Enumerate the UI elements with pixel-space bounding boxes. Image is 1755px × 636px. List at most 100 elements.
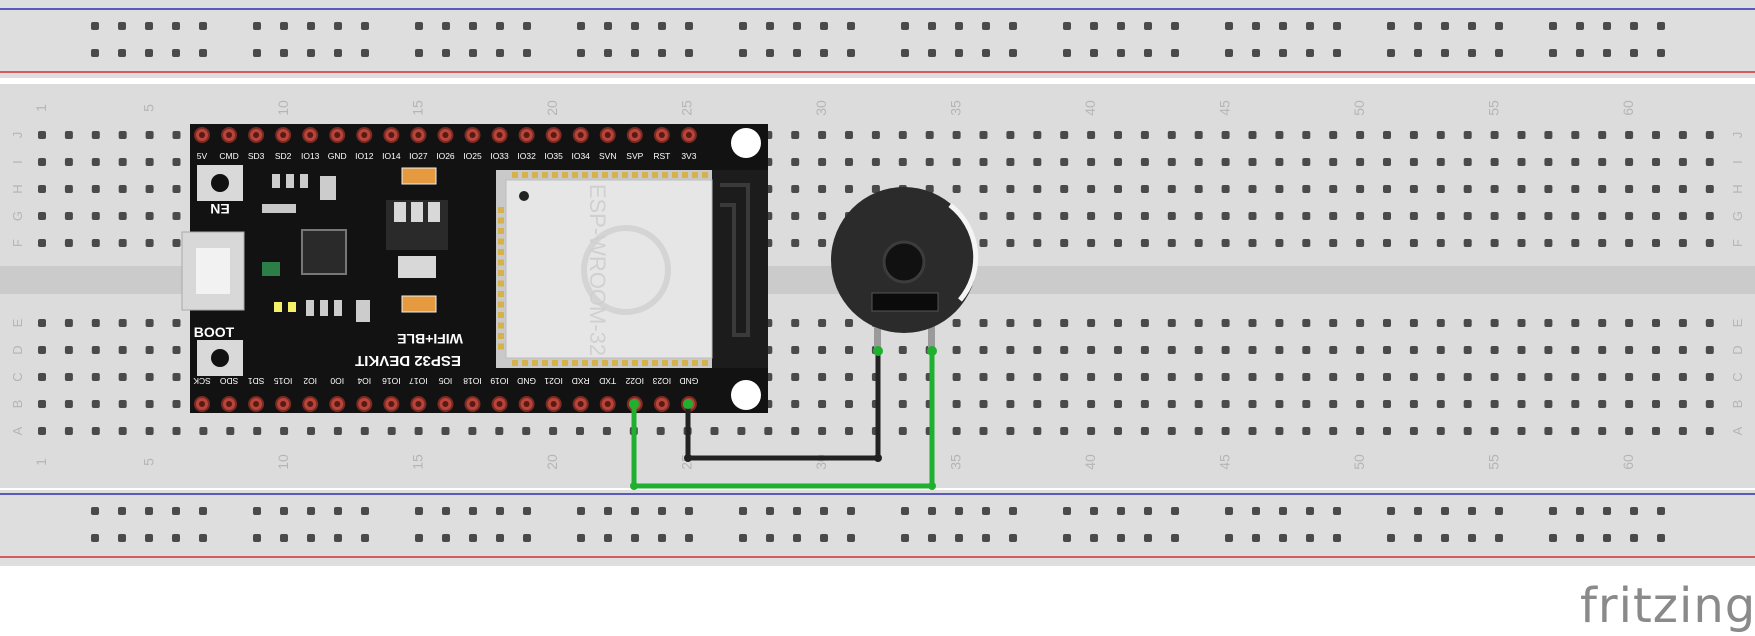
wire-io22-to-buzzer[interactable] <box>631 350 935 489</box>
module-pad <box>498 291 504 297</box>
breadboard-hole <box>1140 400 1149 408</box>
rail-hole <box>901 49 909 57</box>
breadboard-hole <box>979 373 988 381</box>
breadboard-hole <box>1517 185 1526 193</box>
breadboard-hole <box>1490 373 1499 381</box>
rail-hole <box>982 534 990 542</box>
breadboard-hole <box>818 346 827 354</box>
module-label: ESP-WROOM-32 <box>585 184 610 356</box>
breadboard-hole <box>1436 319 1445 327</box>
breadboard-hole <box>1571 239 1580 247</box>
module-pad <box>498 322 504 329</box>
esp32-devkit-board[interactable]: EN BOOT ESP32 DEVKIT WIFI+BLE <box>181 124 768 413</box>
row-letter-label: D <box>10 345 25 354</box>
rail-hole <box>172 22 180 30</box>
breadboard-hole <box>145 131 154 139</box>
breadboard-hole <box>1678 212 1687 220</box>
piezo-buzzer[interactable] <box>831 187 979 356</box>
breadboard-hole <box>172 373 181 381</box>
rail-hole <box>118 22 126 30</box>
esp32-pin-label: 3V3 <box>681 151 696 161</box>
rail-hole <box>1279 534 1287 542</box>
breadboard-hole <box>791 158 800 166</box>
breadboard-hole <box>1436 427 1445 435</box>
row-letter-label: A <box>10 426 25 435</box>
breadboard-hole <box>791 239 800 247</box>
breadboard-hole <box>871 131 880 139</box>
breadboard-hole <box>818 373 827 381</box>
esp32-pin-hole <box>280 132 287 138</box>
rail-hole <box>199 49 207 57</box>
breadboard-hole <box>1652 373 1660 381</box>
breadboard-hole <box>791 427 800 435</box>
breadboard-hole <box>898 131 907 139</box>
breadboard-hole <box>172 212 181 220</box>
column-number-label: 5 <box>141 458 157 466</box>
breadboard-hole <box>979 212 988 220</box>
module-pad <box>498 343 504 350</box>
rail-hole <box>631 49 639 57</box>
breadboard-hole <box>1006 346 1015 354</box>
rail-hole <box>253 534 261 542</box>
breadboard-hole <box>1087 373 1096 381</box>
esp32-pin-label: SVP <box>626 151 643 161</box>
rail-hole <box>1333 22 1341 30</box>
breadboard-hole <box>1544 212 1553 220</box>
breadboard-hole <box>1033 346 1042 354</box>
esp32-pin-label: IO27 <box>409 151 428 161</box>
module-pad <box>498 312 504 318</box>
breadboard-hole <box>91 239 100 247</box>
breadboard-hole <box>1356 319 1365 327</box>
row-letter-label: D <box>1730 345 1745 354</box>
module-pad <box>562 360 568 366</box>
breadboard-hole <box>1383 400 1391 408</box>
column-number-label: 40 <box>1082 100 1098 116</box>
breadboard-hole <box>38 400 46 408</box>
rail-hole <box>1603 507 1611 515</box>
breadboard-hole <box>1194 239 1203 247</box>
breadboard-hole <box>1705 373 1714 381</box>
rail-hole <box>1657 507 1665 515</box>
breadboard-hole <box>979 131 988 139</box>
column-number-label: 15 <box>410 454 426 470</box>
breadboard-hole <box>1060 346 1069 354</box>
breadboard-hole <box>1571 400 1580 408</box>
breadboard-hole <box>1060 158 1069 166</box>
rail-hole <box>442 49 450 57</box>
module-pad <box>702 172 708 178</box>
breadboard-hole <box>64 319 73 327</box>
rail-hole <box>604 507 612 515</box>
breadboard-hole <box>91 400 100 408</box>
column-number-label: 20 <box>544 100 560 116</box>
rail-hole <box>1279 49 1287 57</box>
rail-hole <box>1549 22 1557 30</box>
breadboard-hole <box>1248 427 1257 435</box>
breadboard-hole <box>145 212 154 220</box>
breadboard-hole <box>1571 212 1580 220</box>
breadboard-hole <box>522 427 531 435</box>
rail-hole <box>1576 22 1584 30</box>
wire-gnd-to-buzzer[interactable] <box>685 350 881 461</box>
breadboard-hole <box>1678 185 1687 193</box>
breadboard-hole <box>1006 158 1015 166</box>
breadboard-hole <box>1383 427 1391 435</box>
breadboard-hole <box>1544 239 1553 247</box>
module-pad <box>682 172 688 178</box>
rail-hole <box>199 22 207 30</box>
rail-hole <box>604 534 612 542</box>
rail-hole <box>415 22 423 30</box>
breadboard-hole <box>1598 427 1607 435</box>
rail-hole <box>1495 49 1503 57</box>
module-pad <box>672 360 678 366</box>
breadboard-hole <box>871 158 880 166</box>
buzzer-leg-negative <box>874 320 881 352</box>
module-pad <box>612 360 618 366</box>
rail-hole <box>1306 534 1314 542</box>
column-labels: 1155101015152020252530303535404045455050… <box>33 100 1636 470</box>
esp32-pin-hole <box>280 401 287 407</box>
rail-hole <box>604 49 612 57</box>
breadboard-hole <box>1598 185 1607 193</box>
breadboard-hole <box>1463 185 1472 193</box>
breadboard-hole <box>1060 400 1069 408</box>
smd-diode <box>262 204 296 213</box>
